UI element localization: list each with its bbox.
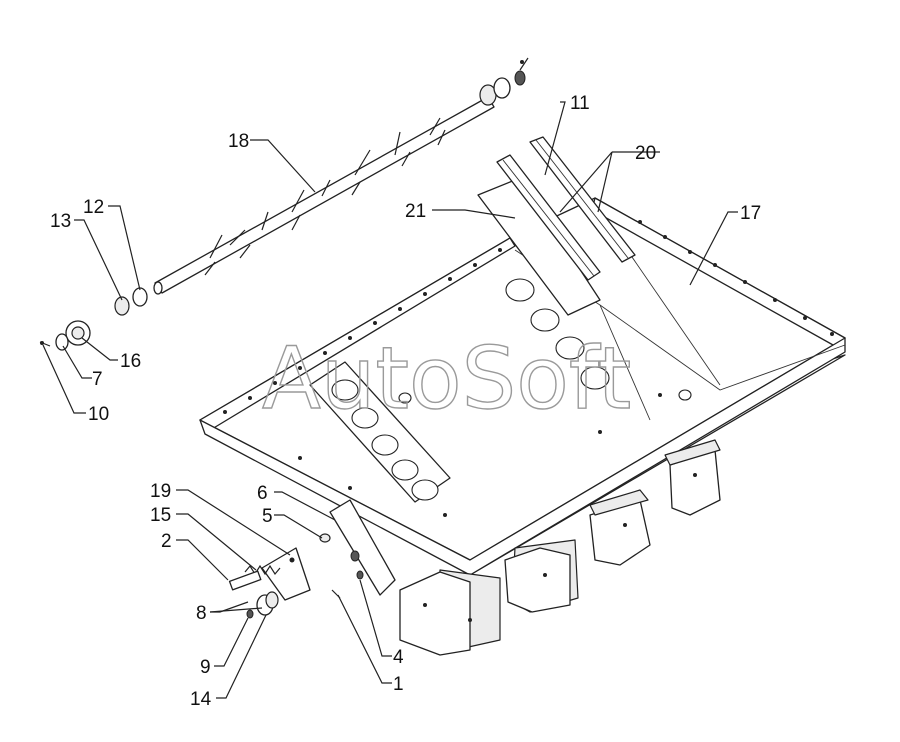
spring [244, 564, 281, 576]
cover-plate [477, 177, 601, 316]
meter-box-1 [399, 569, 501, 656]
callout-1: 1 [393, 674, 404, 695]
callout-2: 2 [161, 531, 172, 552]
callout-7: 7 [92, 369, 103, 390]
callout-16: 16 [120, 351, 141, 372]
shaft-bushings-right [479, 57, 529, 106]
callout-9: 9 [200, 657, 211, 678]
sprocket [65, 320, 91, 346]
callout-18: 18 [228, 131, 249, 152]
meter-box-4 [664, 439, 721, 516]
meter-box-3 [589, 489, 651, 566]
callout-8: 8 [196, 603, 207, 624]
callout-6: 6 [257, 483, 268, 504]
guide-rail-right [529, 136, 636, 263]
callout-13: 13 [50, 211, 71, 232]
callout-labels: 18 11 20 21 17 12 13 16 7 10 19 6 15 5 2… [50, 93, 761, 710]
left-drive-parts [39, 287, 148, 351]
seed-plate-left [309, 361, 451, 503]
meter-box-2 [504, 539, 579, 613]
callout-21: 21 [405, 201, 426, 222]
seed-meter-boxes [399, 439, 721, 656]
callout-12: 12 [83, 197, 104, 218]
callout-10: 10 [88, 404, 109, 425]
lever-bracket-assembly [228, 499, 396, 619]
watermark-text: AutoSoft [262, 329, 631, 429]
callout-11: 11 [570, 93, 590, 114]
agitator-shaft [153, 96, 495, 295]
callout-14: 14 [190, 689, 212, 710]
callout-19: 19 [150, 481, 171, 502]
leader-lines [42, 101, 738, 699]
callout-5: 5 [262, 506, 273, 527]
callout-4: 4 [393, 647, 404, 668]
guide-rail-left [496, 154, 601, 281]
callout-17: 17 [740, 203, 761, 224]
callout-20: 20 [635, 143, 656, 164]
hopper-tray [199, 197, 846, 576]
callout-15: 15 [150, 505, 171, 526]
